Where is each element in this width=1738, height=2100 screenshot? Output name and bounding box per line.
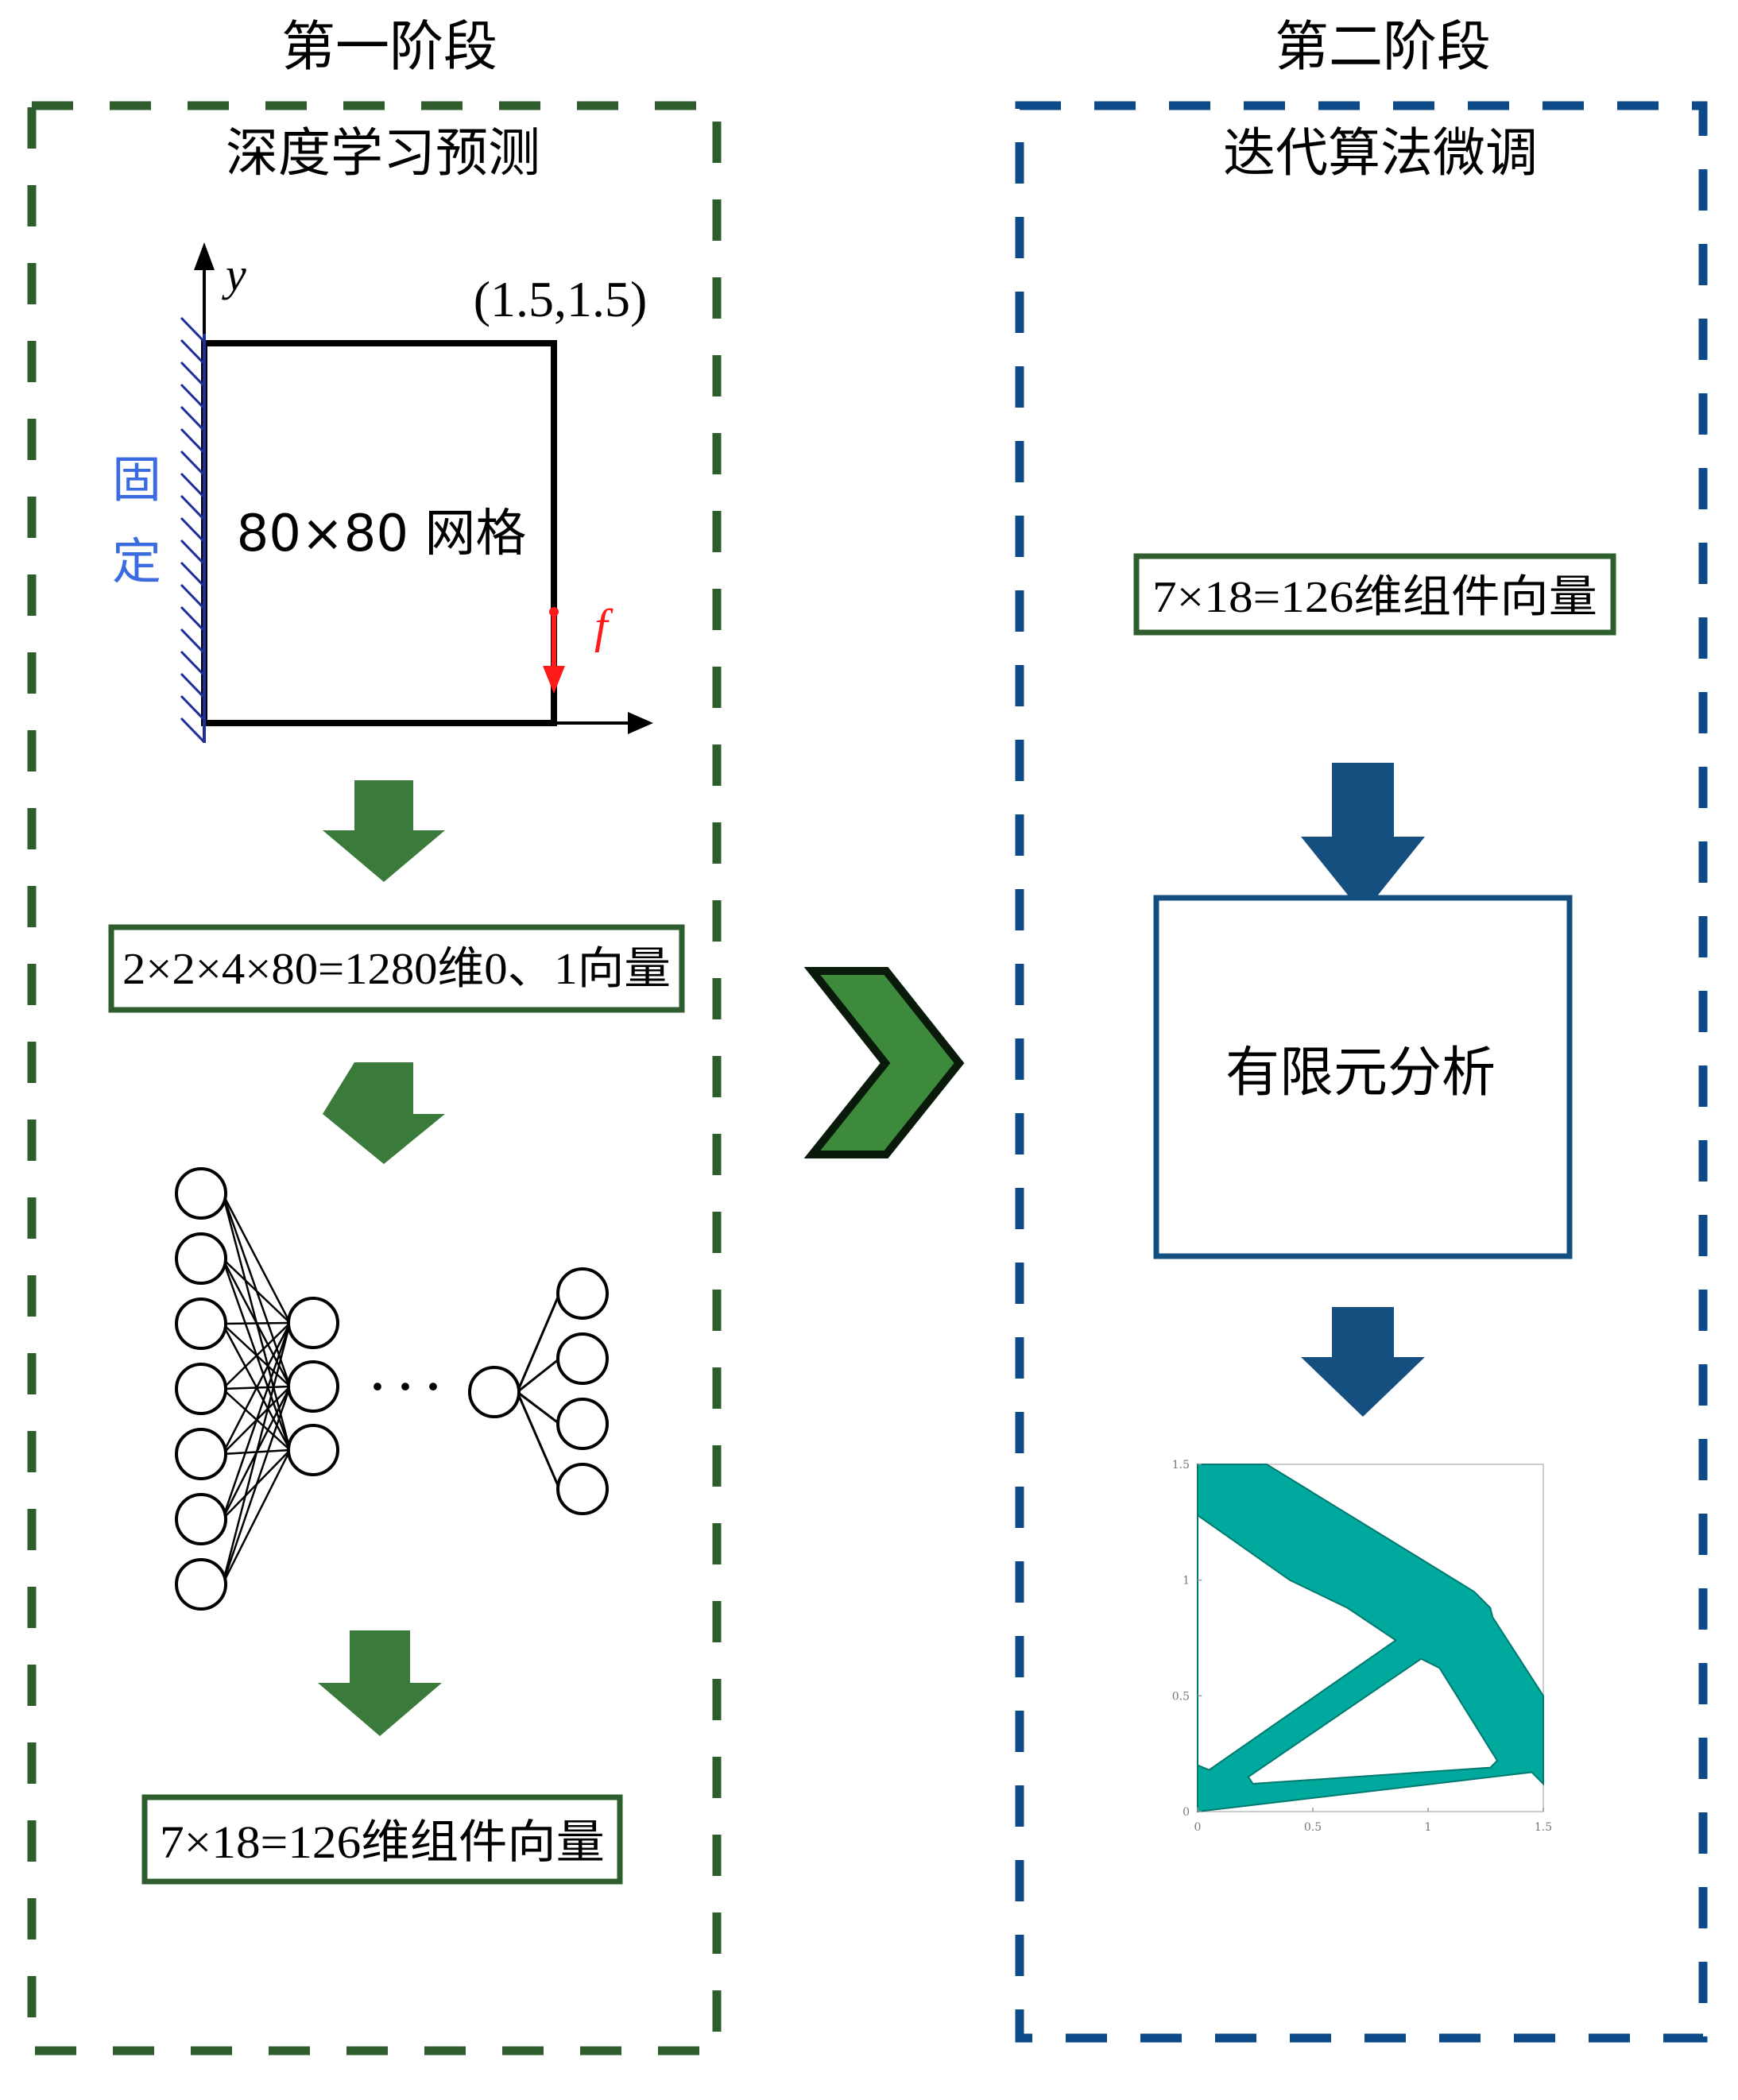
x-tick-label: 1.5 (1535, 1821, 1552, 1834)
output-node (556, 1463, 609, 1515)
component-vector-label: 7×18=126维组件向量 (1152, 573, 1597, 622)
input-node (175, 1363, 227, 1415)
stage1-dashed-frame (27, 101, 722, 2056)
fea-label: 有限元分析 (1225, 1042, 1496, 1104)
network-edge (221, 1322, 292, 1455)
stage1-subtitle: 深度学习预测 (226, 122, 540, 184)
hidden-node (287, 1424, 339, 1476)
stage2-panel: 第二阶段 迭代算法微调 7×18=126维组件向量 有限元分析 0 0.5 1 1.5… (1015, 16, 1708, 2043)
hatch-line (180, 694, 206, 721)
hatch-line (180, 316, 206, 343)
network-edge (221, 1193, 292, 1324)
network-edge (222, 1322, 291, 1390)
hatch-line (180, 383, 206, 410)
hatch-line (180, 605, 206, 632)
network-edge (221, 1386, 292, 1585)
hatch-line (180, 450, 206, 477)
binary-vector-label: 2×2×4×80=1280维0、1向量 (122, 945, 671, 994)
component-vector-label: 7×18=126维组件向量 (160, 1816, 605, 1868)
force-label: f (594, 600, 614, 652)
hidden-node (287, 1297, 339, 1349)
stage1-panel: 第一阶段 深度学习预测 y (1.5,1.5) 固 定 80×80 网格 f (27, 16, 722, 2056)
network-edge (517, 1357, 560, 1394)
down-arrow-icon (1301, 763, 1425, 914)
force-arrowhead-icon (543, 666, 565, 694)
hatch-line (180, 494, 206, 521)
binary-vector-box: 2×2×4×80=1280维0、1向量 (108, 924, 685, 1013)
y-axis-arrowhead-icon (194, 242, 215, 270)
down-arrow-icon (318, 1630, 442, 1736)
hidden-node (287, 1360, 339, 1413)
fixed-support-hatch (180, 316, 206, 744)
y-tick-label: 0 (1183, 1806, 1190, 1819)
hatch-line (180, 650, 206, 677)
x-tick-label: 0.5 (1304, 1821, 1322, 1834)
network-edge (221, 1322, 292, 1520)
network-edge (517, 1390, 560, 1425)
network-edge (222, 1258, 291, 1324)
hatch-line (180, 672, 206, 699)
hatch-line (180, 405, 206, 432)
topology-result-plot: 0 0.5 1 1.5 0 0.5 1 1.5 (1172, 1459, 1552, 1834)
output-node (556, 1398, 609, 1450)
component-vector-box-stage1: 7×18=126维组件向量 (141, 1794, 623, 1885)
grid-label: 80×80 网格 (237, 505, 527, 563)
down-arrow-icon (323, 1062, 445, 1164)
hatch-line (180, 361, 206, 388)
hatch-line (180, 628, 206, 655)
hatch-line (180, 539, 206, 566)
network-edge (516, 1293, 561, 1393)
stage1-heading: 第一阶段 (281, 16, 497, 79)
input-node (175, 1428, 227, 1480)
x-tick-label: 1 (1425, 1821, 1432, 1834)
y-tick-label: 0.5 (1172, 1690, 1190, 1703)
topology-void (1197, 1514, 1398, 1771)
hatch-line (180, 472, 206, 499)
hatch-line (180, 583, 206, 610)
network-edge (221, 1322, 292, 1585)
network-edge (516, 1391, 561, 1490)
stage2-subtitle: 迭代算法微调 (1223, 122, 1538, 184)
output-node (556, 1267, 609, 1320)
hatch-line (180, 516, 206, 543)
design-domain: y (1.5,1.5) 固 定 80×80 网格 f (112, 242, 653, 744)
down-arrow-icon (323, 780, 445, 882)
network-edge (222, 1321, 291, 1325)
fea-box: 有限元分析 (1153, 895, 1573, 1259)
force-point (549, 607, 559, 617)
y-tick-label: 1 (1183, 1575, 1190, 1588)
output-node (556, 1332, 609, 1385)
stage2-heading: 第二阶段 (1275, 16, 1491, 79)
neural-network (175, 1167, 609, 1611)
chevron-right-icon (803, 967, 965, 1158)
down-arrow-icon (1301, 1307, 1425, 1417)
input-node (175, 1298, 227, 1350)
hatch-line (180, 427, 206, 454)
hatch-line (180, 717, 206, 744)
input-node (175, 1232, 227, 1285)
stage2-dashed-frame (1015, 101, 1708, 2043)
hatch-line (180, 561, 206, 588)
y-axis-label: y (222, 249, 246, 300)
fixed-label-2: 定 (112, 532, 161, 590)
x-tick-label: 0 (1194, 1821, 1202, 1834)
network-ellipsis: · · · (370, 1360, 441, 1413)
topology-void (1247, 1657, 1499, 1785)
y-tick-label: 1.5 (1172, 1459, 1190, 1472)
pre-output-node (468, 1366, 521, 1418)
input-node (175, 1558, 227, 1611)
fixed-label-1: 固 (112, 451, 161, 509)
network-edge (221, 1449, 292, 1585)
component-vector-box-stage2: 7×18=126维组件向量 (1133, 553, 1616, 636)
corner-coordinate: (1.5,1.5) (474, 271, 648, 327)
input-node (175, 1493, 227, 1545)
x-axis-arrowhead-icon (628, 712, 653, 734)
hatch-line (180, 338, 206, 365)
input-node (175, 1167, 227, 1220)
